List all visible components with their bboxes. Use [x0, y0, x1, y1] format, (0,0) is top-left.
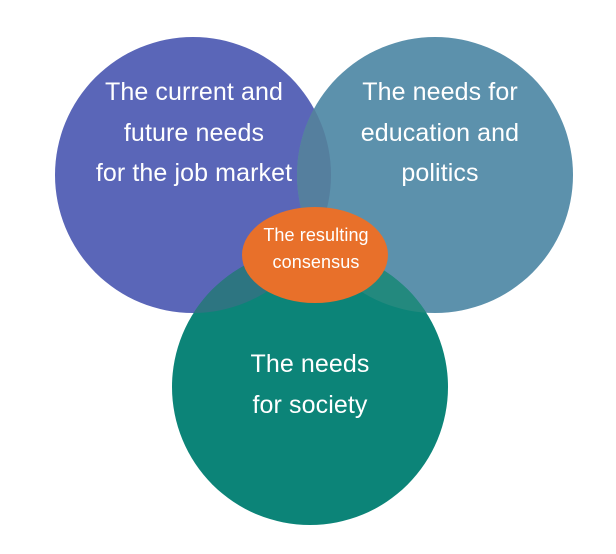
venn-circle-society[interactable] [172, 249, 448, 525]
venn-intersection-consensus[interactable] [242, 207, 388, 303]
